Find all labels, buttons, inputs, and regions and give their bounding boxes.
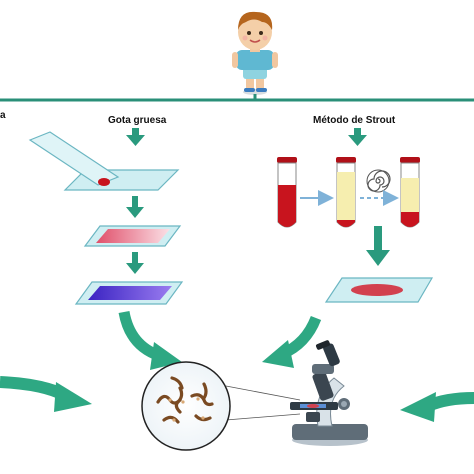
- blood-tube-icon: [277, 157, 297, 228]
- slide-with-drop-icon: [28, 131, 180, 191]
- down-arrow-strout-1-icon: [366, 226, 390, 266]
- centrifuge-spiral-icon: [366, 169, 391, 193]
- big-arrow-left-icon: [0, 376, 92, 412]
- big-arrow-strout-to-microscope-icon: [262, 315, 322, 368]
- parasites-magnifier-icon: [141, 361, 231, 451]
- zoom-line-top: [225, 385, 301, 401]
- zoom-line-bottom: [225, 413, 301, 421]
- strout-sediment-slide-icon: [324, 277, 434, 303]
- big-arrow-right-icon: [400, 392, 474, 422]
- down-arrow-gota-1-icon: [126, 196, 144, 218]
- left-edge-label: a: [0, 110, 6, 121]
- microscope-icon: [290, 340, 368, 446]
- down-arrow-strout-top-icon: [348, 128, 367, 146]
- gota-gruesa-label: Gota gruesa: [108, 115, 167, 126]
- giemsa-stained-slide-icon: [74, 281, 184, 305]
- stained-smear-slide-icon: [83, 225, 182, 247]
- metodo-strout-label: Método de Strout: [313, 115, 396, 126]
- down-arrow-gota-top-icon: [126, 128, 145, 146]
- child-figure-icon: [232, 11, 278, 95]
- supernatant-tube-icon: [400, 157, 420, 228]
- serum-tube-icon: [336, 157, 356, 228]
- big-arrow-gota-to-microscope-icon: [118, 310, 182, 370]
- down-arrow-gota-2-icon: [126, 252, 144, 274]
